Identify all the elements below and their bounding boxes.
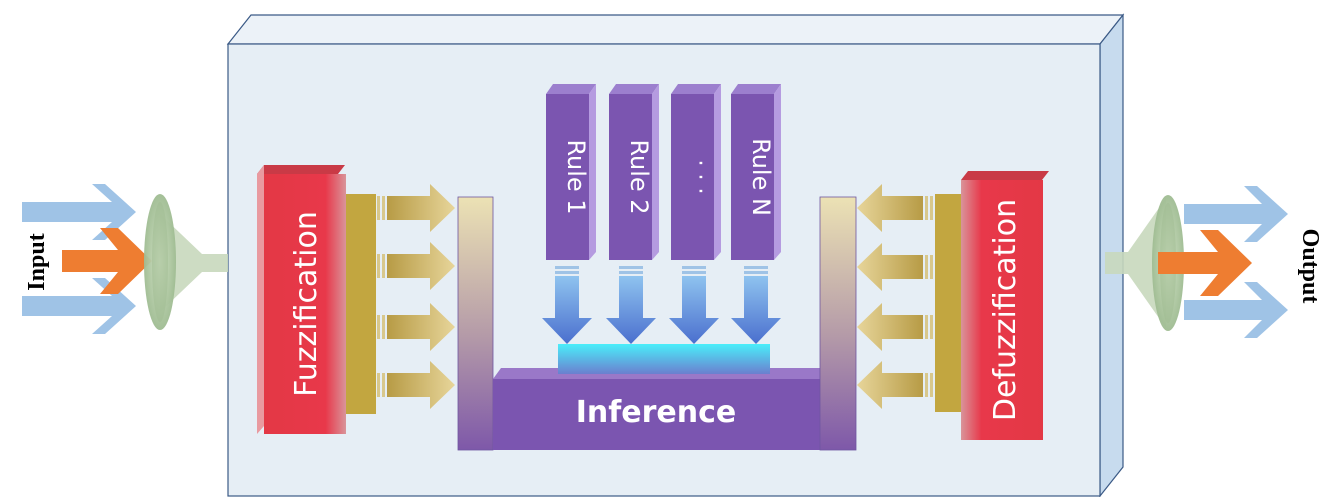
down-arrow-icon xyxy=(606,266,656,344)
rule-label: Rule 2 xyxy=(625,139,653,214)
rule-label: · · · xyxy=(687,160,712,195)
fuzz-arrows xyxy=(377,184,455,409)
down-arrow-icon xyxy=(669,266,719,344)
input-arrow-upper-icon xyxy=(22,184,136,240)
defuzzification-label: Defuzzification xyxy=(988,199,1023,421)
rule-block: · · · xyxy=(671,84,721,260)
inference-block: Inference xyxy=(493,344,828,450)
input-funnel-icon xyxy=(144,194,228,330)
fuzzification-label: Fuzzification xyxy=(289,211,324,397)
input-arrow-main-icon xyxy=(62,228,152,294)
rule-block: Rule 2 xyxy=(609,84,659,260)
fuzzification-block: Fuzzification xyxy=(257,165,376,434)
output-arrow-main-icon xyxy=(1158,230,1252,296)
down-arrow-icon xyxy=(542,266,592,344)
rule-label: Rule 1 xyxy=(562,139,590,214)
fuzz-arrow-icon xyxy=(377,184,455,232)
output-label: Output xyxy=(1297,229,1322,304)
defuzz-arrow-icon xyxy=(857,243,933,291)
rule-block: Rule N xyxy=(731,84,781,260)
output-arrows xyxy=(1158,186,1288,338)
right-connector-strip xyxy=(819,196,857,451)
inference-glow-bar xyxy=(558,344,770,374)
output-arrow-lower-icon xyxy=(1184,282,1288,338)
defuzzification-block: Defuzzification xyxy=(935,171,1049,440)
defuzz-arrow-icon xyxy=(857,303,933,351)
rule-down-arrows xyxy=(542,266,781,344)
output-arrow-upper-icon xyxy=(1184,186,1288,242)
rule-blocks: Rule 1 Rule 2 · · · Rule N xyxy=(546,84,781,260)
rule-label: Rule N xyxy=(747,138,775,216)
input-label: Input xyxy=(24,233,50,290)
fuzz-arrow-icon xyxy=(377,303,455,351)
input-arrow-lower-icon xyxy=(22,278,136,334)
down-arrow-icon xyxy=(731,266,781,344)
rule-block: Rule 1 xyxy=(546,84,596,260)
left-connector-strip xyxy=(457,196,494,451)
defuzz-arrow-icon xyxy=(857,184,933,232)
defuzz-arrows xyxy=(857,184,933,409)
inference-label: Inference xyxy=(576,395,737,430)
fuzz-arrow-icon xyxy=(377,242,455,290)
fuzz-arrow-icon xyxy=(377,361,455,409)
defuzz-arrow-icon xyxy=(857,361,933,409)
input-arrows xyxy=(22,184,152,334)
